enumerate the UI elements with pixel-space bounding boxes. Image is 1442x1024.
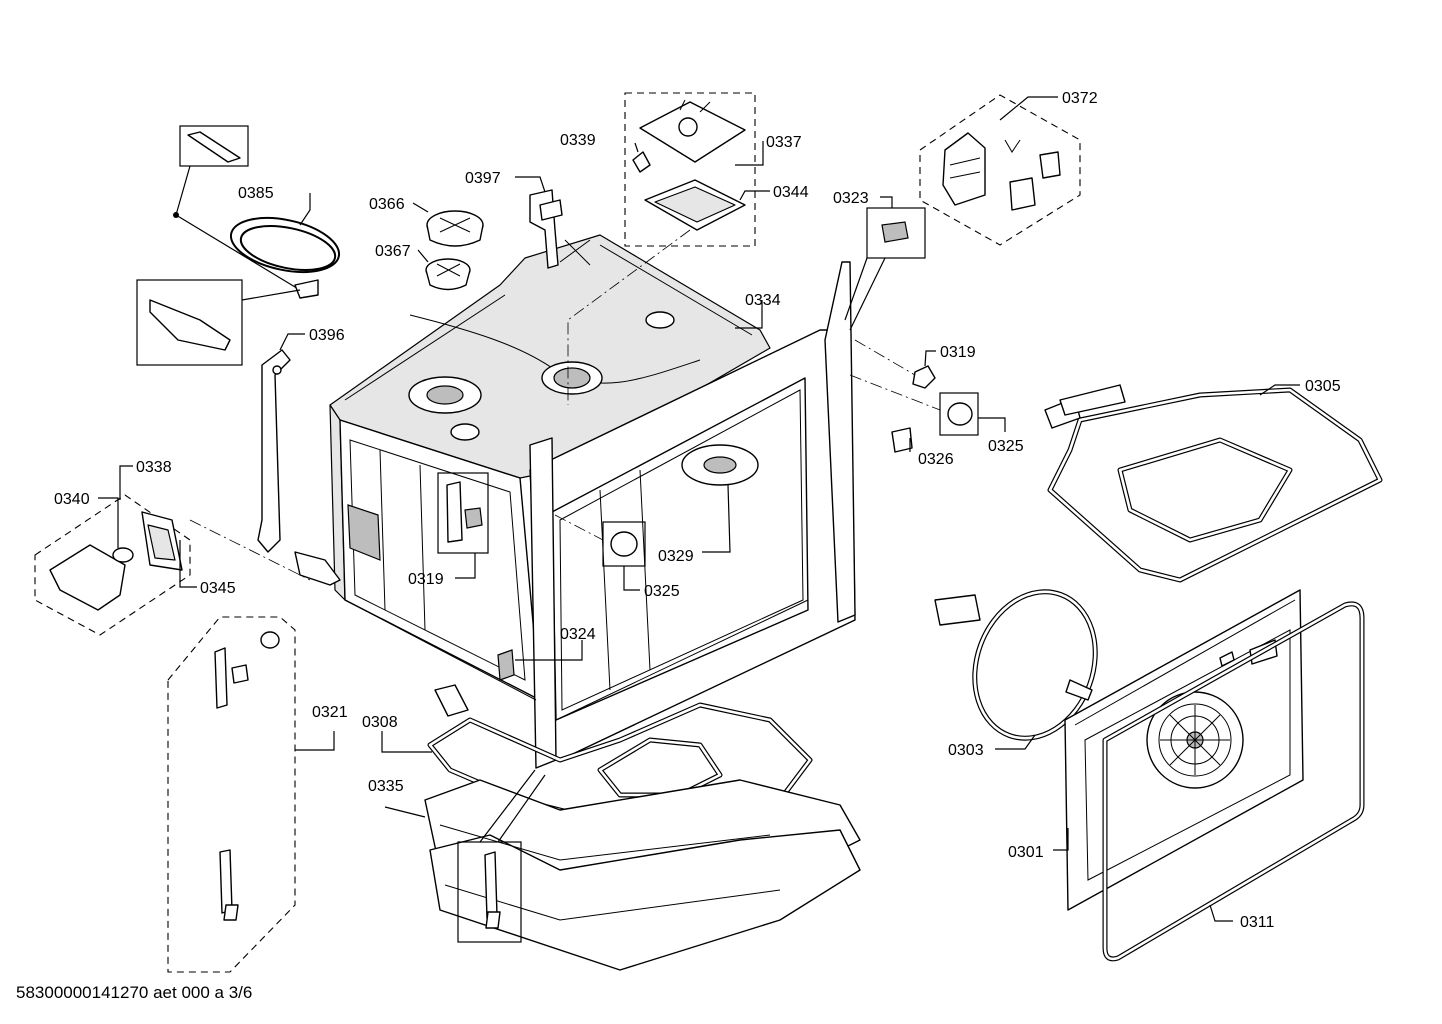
label-0344: 0344 [773, 184, 809, 201]
label-0311: 0311 [1240, 914, 1275, 931]
label-0337: 0337 [766, 134, 802, 151]
label-0397: 0397 [465, 170, 501, 187]
switch-assembly-0372 [919, 94, 1081, 246]
part-callout-bottom [457, 769, 546, 943]
part-0319-center [437, 472, 489, 554]
label-0308: 0308 [362, 714, 398, 731]
label-0396: 0396 [309, 327, 345, 344]
label-0323: 0323 [833, 190, 869, 207]
thermostat-assembly-box [34, 494, 311, 636]
label-0305: 0305 [1305, 378, 1341, 395]
label-0335: 0335 [368, 778, 404, 795]
guide-parts-0366-0367 [425, 210, 484, 291]
label-0339: 0339 [560, 132, 596, 149]
part-labels: 0372 0339 0337 0385 0397 0344 0323 0366 … [16, 90, 1341, 1002]
label-0319-center: 0319 [408, 571, 444, 588]
insulation-0335 [424, 779, 861, 971]
label-0366: 0366 [369, 196, 405, 213]
label-0334: 0334 [745, 292, 781, 309]
part-0325-center [554, 514, 646, 567]
hinge-parts-0321 [167, 616, 296, 973]
temperature-probe-0385 [136, 125, 341, 366]
side-rail-0396 [257, 349, 341, 586]
label-0301: 0301 [1008, 844, 1044, 861]
label-0367: 0367 [375, 243, 411, 260]
rear-panel-0301 [1064, 589, 1304, 911]
door-seal-0311 [1102, 601, 1365, 962]
drawing-reference-footer: 58300000141270 aet 000 a 3/6 [16, 983, 252, 1002]
label-0338: 0338 [136, 459, 172, 476]
label-0329: 0329 [658, 548, 694, 565]
leader-lines [98, 96, 1300, 922]
label-0340: 0340 [54, 491, 90, 508]
part-0324 [497, 649, 515, 681]
label-0319-top: 0319 [940, 344, 976, 361]
label-0325-center: 0325 [644, 583, 680, 600]
ring-element-0303 [934, 589, 1098, 741]
part-0319-right [854, 339, 936, 389]
label-0321: 0321 [312, 704, 348, 721]
oven-cavity-0334 [329, 234, 856, 769]
label-0324: 0324 [560, 626, 596, 643]
label-0325-right: 0325 [988, 438, 1024, 455]
grill-element-0305 [1044, 384, 1383, 583]
label-0345: 0345 [200, 580, 236, 597]
label-0385: 0385 [238, 185, 274, 202]
part-0325-0326-right [849, 374, 979, 453]
bracket-0397 [529, 189, 563, 269]
lamp-assembly-box [567, 92, 756, 405]
label-0303: 0303 [948, 742, 984, 759]
label-0372: 0372 [1062, 90, 1098, 107]
part-0323 [844, 207, 926, 331]
label-0326: 0326 [918, 451, 954, 468]
